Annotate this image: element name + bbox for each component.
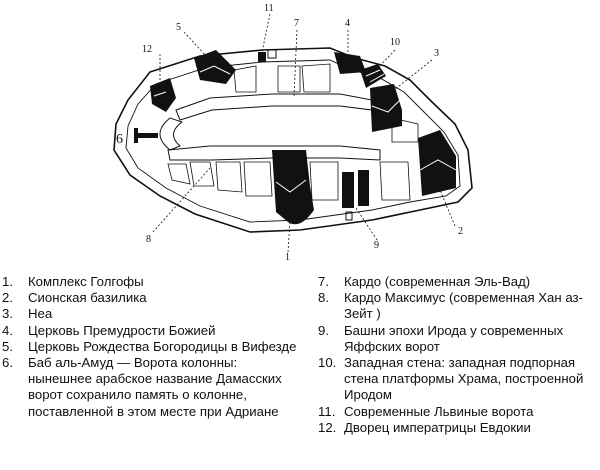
legend-item: 5. Церковь Рождества Богородицы в Вифезде bbox=[2, 339, 298, 355]
label-2: 2 bbox=[458, 226, 463, 237]
leader-lines bbox=[152, 13, 456, 253]
landmark-buildings bbox=[150, 49, 457, 225]
legend-number: 5. bbox=[2, 338, 13, 354]
jerusalem-map: 1 2 3 4 5 6 7 8 9 10 11 12 bbox=[113, 3, 473, 262]
legend-item: 11. Современные Львиные ворота bbox=[318, 404, 598, 420]
label-9: 9 bbox=[374, 240, 379, 251]
legend-number: 3. bbox=[2, 306, 13, 322]
label-5: 5 bbox=[176, 22, 181, 33]
legend-number: 7. bbox=[318, 274, 329, 289]
map-number-labels: 1 2 3 4 5 6 7 8 9 10 11 12 bbox=[116, 3, 463, 262]
building-9-tower bbox=[358, 170, 369, 206]
label-7: 7 bbox=[294, 18, 299, 29]
legend-number: 2. bbox=[2, 290, 13, 306]
label-11: 11 bbox=[264, 3, 274, 14]
legend-text: Западная стена: западная подпорная стена… bbox=[344, 355, 584, 403]
legend-item: 6. Баб аль-Амуд — Ворота колонны: нынешне… bbox=[2, 355, 298, 420]
legend-text: Дворец императрицы Евдокии bbox=[344, 419, 531, 435]
legend-text: Кардо (современная Эль-Вад) bbox=[344, 274, 531, 289]
gate-6-column bbox=[134, 128, 158, 143]
legend-number: 6. bbox=[2, 355, 13, 371]
label-10: 10 bbox=[390, 37, 400, 48]
street-north bbox=[175, 93, 373, 121]
city-blocks bbox=[167, 63, 419, 201]
legend-item: 1. Комплекс Голгофы bbox=[2, 274, 298, 290]
label-1: 1 bbox=[285, 252, 290, 262]
building-2-sion bbox=[418, 130, 456, 196]
legend-right: 7. Кардо (современная Эль-Вад) 8. Кардо Ма… bbox=[318, 274, 598, 436]
legend-text: Сионская базилика bbox=[28, 290, 147, 306]
legend-number: 1. bbox=[2, 274, 13, 289]
building-12-palace bbox=[150, 78, 176, 112]
label-8: 8 bbox=[146, 234, 151, 245]
legend-text: Современные Львиные ворота bbox=[344, 403, 534, 419]
oval-plaza bbox=[159, 117, 184, 151]
legend-text: Церковь Рождества Богородицы в Вифезде bbox=[28, 338, 297, 354]
legend-number: 8. bbox=[318, 290, 329, 306]
legend-text: Баб аль-Амуд — Ворота колонны: нынешнее … bbox=[28, 355, 282, 419]
legend-text: Комплекс Голгофы bbox=[28, 274, 144, 289]
legend-number: 4. bbox=[2, 322, 13, 338]
building-3-nea bbox=[370, 84, 402, 132]
legend-number: 12. bbox=[318, 419, 337, 435]
legend-item: 7. Кардо (современная Эль-Вад) bbox=[318, 274, 598, 290]
building-1-golgotha bbox=[272, 150, 314, 225]
legend-text: Кардо Максимус (современная Хан аз-Зейт … bbox=[344, 290, 583, 322]
legend-item: 9. Башни эпохи Ирода у современных Яффски… bbox=[318, 323, 598, 355]
legend-text: Башни эпохи Ирода у современных Яффских … bbox=[344, 322, 564, 354]
legend-left: 1. Комплекс Голгофы 2. Сионская базилика 3… bbox=[2, 274, 298, 420]
legend-item: 8. Кардо Максимус (современная Хан аз-Зей… bbox=[318, 290, 598, 322]
building-11-gate bbox=[258, 52, 266, 62]
legend-item: 10. Западная стена: западная подпорная ст… bbox=[318, 355, 598, 404]
legend-item: 3. Неа bbox=[2, 306, 298, 322]
legend-item: 4. Церковь Премудрости Божией bbox=[2, 323, 298, 339]
legend-number: 9. bbox=[318, 322, 329, 338]
label-6: 6 bbox=[116, 132, 123, 147]
label-4: 4 bbox=[345, 18, 350, 29]
legend-number: 11. bbox=[318, 403, 336, 419]
legend-text: Неа bbox=[28, 306, 53, 322]
legend-item: 2. Сионская базилика bbox=[2, 290, 298, 306]
legend-number: 10. bbox=[318, 355, 337, 371]
legend-item: 12. Дворец императрицы Евдокии bbox=[318, 420, 598, 436]
building-9-tower bbox=[342, 172, 354, 208]
label-3: 3 bbox=[434, 48, 439, 59]
legend-text: Церковь Премудрости Божией bbox=[28, 322, 216, 338]
label-12: 12 bbox=[142, 44, 152, 55]
building-4-wisdom bbox=[334, 52, 366, 74]
